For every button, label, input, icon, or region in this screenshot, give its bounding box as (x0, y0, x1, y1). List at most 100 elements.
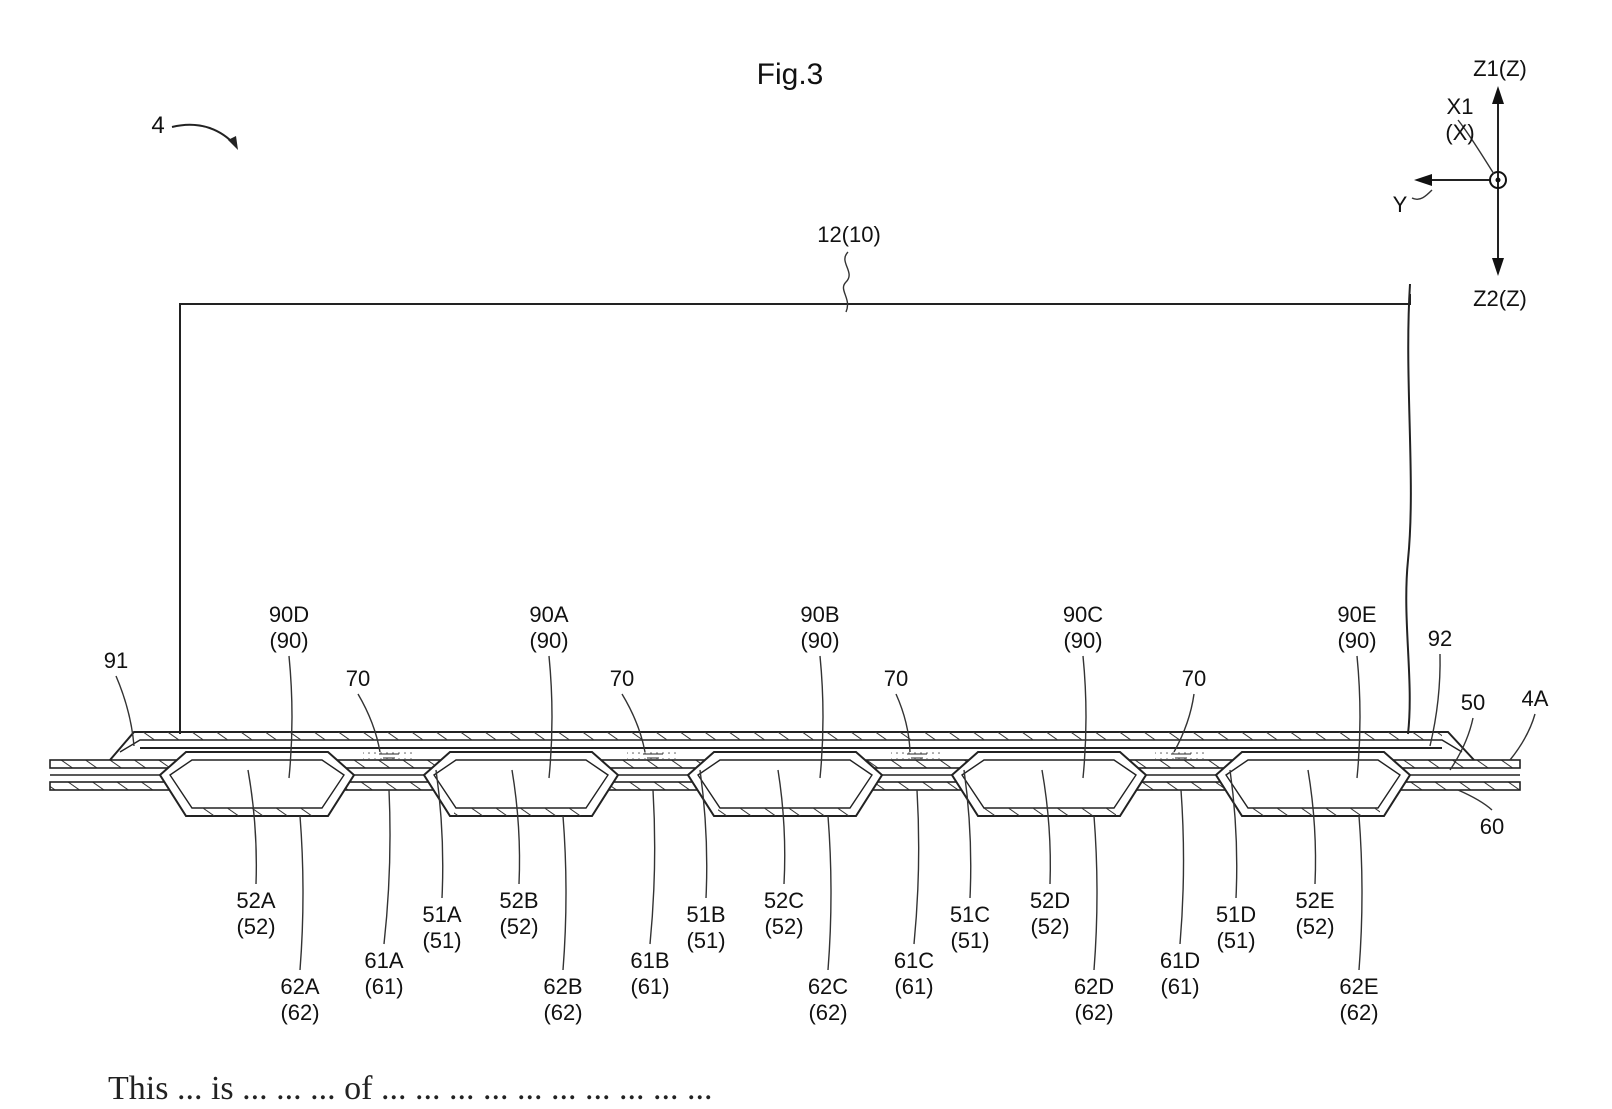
chamber-90A-inner (434, 760, 608, 808)
label-90A-line-1: 90A (529, 602, 568, 627)
leader-60 (1458, 790, 1492, 810)
leader-70a (358, 694, 380, 752)
label-70a: 70 (346, 666, 370, 691)
leader-61A (384, 790, 390, 944)
label-60: 60 (1480, 814, 1504, 839)
label-52B-line-1: 52B (499, 888, 538, 913)
leader-61B (650, 790, 655, 944)
chamber-90E-inner (1226, 760, 1400, 808)
label-61C-line-1: 61C (894, 948, 934, 973)
label-90D-line-1: 90D (269, 602, 309, 627)
figure-title: Fig.3 (757, 58, 824, 91)
leader-62E (1359, 816, 1362, 970)
label-61B: 61B(61) (630, 948, 669, 999)
label-62C-line-1: 62C (808, 974, 848, 999)
label-90C-line-2: (90) (1063, 628, 1102, 653)
z1-label: Z1(Z) (1473, 56, 1527, 81)
x-axis-dot (1496, 178, 1501, 183)
label-70d: 70 (1182, 666, 1206, 691)
label-91: 91 (104, 648, 128, 673)
chamber-90D-lower-wall (190, 808, 324, 816)
label-52C-line-2: (52) (764, 914, 803, 939)
label-70d-line-1: 70 (1182, 666, 1206, 691)
leader-61D (1180, 790, 1184, 944)
label-70c: 70 (884, 666, 908, 691)
label-52C: 52C(52) (764, 888, 804, 939)
label-90D-line-2: (90) (269, 628, 308, 653)
label-62B-line-2: (62) (543, 1000, 582, 1025)
label-90A-line-2: (90) (529, 628, 568, 653)
label-92-line-1: 92 (1428, 626, 1452, 651)
label-51D-line-2: (51) (1216, 928, 1255, 953)
label-62D-line-2: (62) (1074, 1000, 1113, 1025)
leader-61C (914, 790, 919, 944)
cover-label: 12(10) (817, 222, 881, 247)
device-reference-arrowhead (228, 136, 238, 150)
label-61A-line-1: 61A (364, 948, 403, 973)
label-51D: 51D(51) (1216, 902, 1256, 953)
label-61B-line-1: 61B (630, 948, 669, 973)
label-51A-line-1: 51A (422, 902, 461, 927)
label-51B-line-1: 51B (686, 902, 725, 927)
label-90D: 90D(90) (269, 602, 309, 653)
z2-label: Z2(Z) (1473, 286, 1527, 311)
label-60-line-1: 60 (1480, 814, 1504, 839)
label-61D-line-2: (61) (1160, 974, 1199, 999)
chamber-90B-lower-wall (718, 808, 852, 816)
label-52D-line-1: 52D (1030, 888, 1070, 913)
label-51C: 51C(51) (950, 902, 990, 953)
label-61D-line-1: 61D (1160, 948, 1200, 973)
label-90B-line-1: 90B (800, 602, 839, 627)
label-91-line-1: 91 (104, 648, 128, 673)
label-52D-line-2: (52) (1030, 914, 1069, 939)
chamber-90B-inner (698, 760, 872, 808)
leader-4A (1510, 714, 1535, 760)
label-52B: 52B(52) (499, 888, 538, 939)
axis-indicator: Z1(Z) Z2(Z) X1 (X) Y (1393, 56, 1527, 311)
label-51A: 51A(51) (422, 902, 461, 953)
leader-70b (622, 694, 645, 752)
label-4A: 4A (1522, 686, 1549, 711)
label-52A-line-2: (52) (236, 914, 275, 939)
y-axis-leader (1412, 190, 1432, 199)
label-62B: 62B(62) (543, 974, 582, 1025)
label-52D: 52D(52) (1030, 888, 1070, 939)
footer-text: This ... is ... ... ... of ... ... ... .… (108, 1070, 712, 1108)
sheet-cross-section (50, 732, 1520, 816)
label-90C: 90C(90) (1063, 602, 1103, 653)
label-70b: 70 (610, 666, 634, 691)
label-50: 50 (1461, 690, 1485, 715)
leader-62D (1094, 816, 1097, 970)
label-52E-line-1: 52E (1295, 888, 1334, 913)
label-70a-line-1: 70 (346, 666, 370, 691)
label-62A-line-1: 62A (280, 974, 319, 999)
chamber-90C-lower-wall (982, 808, 1116, 816)
label-90E-line-2: (90) (1337, 628, 1376, 653)
label-61D: 61D(61) (1160, 948, 1200, 999)
label-51D-line-1: 51D (1216, 902, 1256, 927)
label-62A-line-2: (62) (280, 1000, 319, 1025)
label-61C-line-2: (61) (894, 974, 933, 999)
x-label: (X) (1445, 120, 1474, 145)
label-62A: 62A(62) (280, 974, 319, 1025)
label-62E-line-1: 62E (1339, 974, 1378, 999)
label-62C-line-2: (62) (808, 1000, 847, 1025)
label-51A-line-2: (51) (422, 928, 461, 953)
label-51B-line-2: (51) (686, 928, 725, 953)
label-51C-line-1: 51C (950, 902, 990, 927)
label-90E-line-1: 90E (1337, 602, 1376, 627)
device-reference-arrow (172, 125, 236, 146)
device-reference-label: 4 (151, 112, 164, 139)
label-62D: 62D(62) (1074, 974, 1114, 1025)
leader-62A (300, 816, 303, 970)
y-label: Y (1393, 192, 1408, 217)
label-62E: 62E(62) (1339, 974, 1378, 1025)
label-52A: 52A(52) (236, 888, 275, 939)
label-51C-line-2: (51) (950, 928, 989, 953)
y-arrowhead (1414, 174, 1432, 186)
label-52C-line-1: 52C (764, 888, 804, 913)
label-50-line-1: 50 (1461, 690, 1485, 715)
label-52E-line-2: (52) (1295, 914, 1334, 939)
label-52A-line-1: 52A (236, 888, 275, 913)
